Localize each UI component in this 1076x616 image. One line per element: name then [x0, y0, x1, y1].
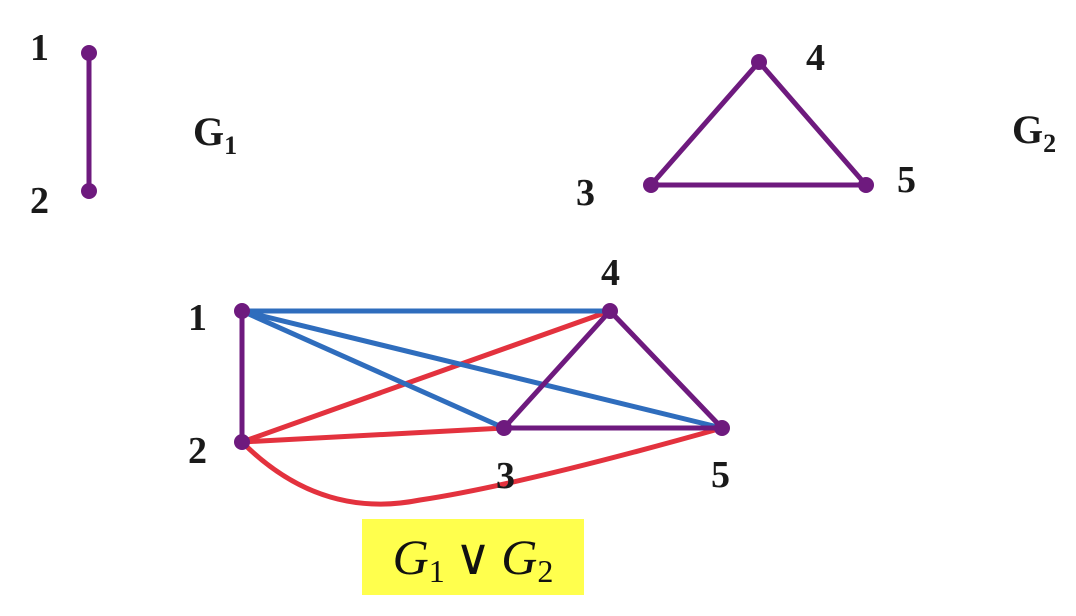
join-vertex-5	[714, 420, 730, 436]
join-vertex-1	[234, 303, 250, 319]
formula-right-sub: 2	[537, 552, 554, 589]
g1-vertex-1	[81, 45, 97, 61]
join-edge-1-3	[240, 308, 506, 431]
g2-edge-3-4	[649, 60, 761, 187]
g2-vertex-4	[751, 54, 767, 70]
g1-vertex-1-label: 1	[30, 27, 49, 69]
formula-highlight	[362, 519, 584, 595]
join-edge-2-5	[240, 425, 723, 507]
g2-edge-4-5	[757, 60, 868, 187]
g2-vertex-3-label: 3	[576, 172, 595, 214]
join-vertex-4-label: 4	[601, 252, 620, 294]
join-graph: 1 2 3 4 5	[188, 252, 730, 507]
join-edge-1-5	[241, 308, 723, 431]
join-edge-2-3	[241, 425, 505, 445]
graph-g2: 3 4 5 G2	[576, 37, 1056, 214]
join-vertex-3-label: 3	[496, 455, 515, 497]
join-vertex-2-label: 2	[188, 430, 207, 472]
formula-left-sub: 1	[428, 552, 445, 589]
formula-right: G	[501, 529, 538, 585]
formula-operator: ∨	[454, 529, 492, 585]
join-edge-3-4	[502, 309, 612, 430]
join-vertex-5-label: 5	[711, 454, 730, 496]
join-edge-2-4	[241, 308, 611, 445]
g1-vertex-2-label: 2	[30, 180, 49, 222]
join-vertex-3	[496, 420, 512, 436]
g2-title: G2	[1012, 107, 1056, 158]
g1-vertex-2	[81, 183, 97, 199]
g1-title: G1	[193, 109, 237, 160]
g2-vertex-4-label: 4	[806, 37, 825, 79]
formula-left: G	[392, 529, 429, 585]
g2-vertex-5-label: 5	[897, 159, 916, 201]
join-vertex-1-label: 1	[188, 297, 207, 339]
graph-g1: 1 2 G1	[30, 27, 237, 222]
join-vertex-2	[234, 434, 250, 450]
join-edge-4-5	[608, 309, 724, 430]
join-vertex-4	[602, 303, 618, 319]
g2-vertex-3	[643, 177, 659, 193]
g2-vertex-5	[858, 177, 874, 193]
